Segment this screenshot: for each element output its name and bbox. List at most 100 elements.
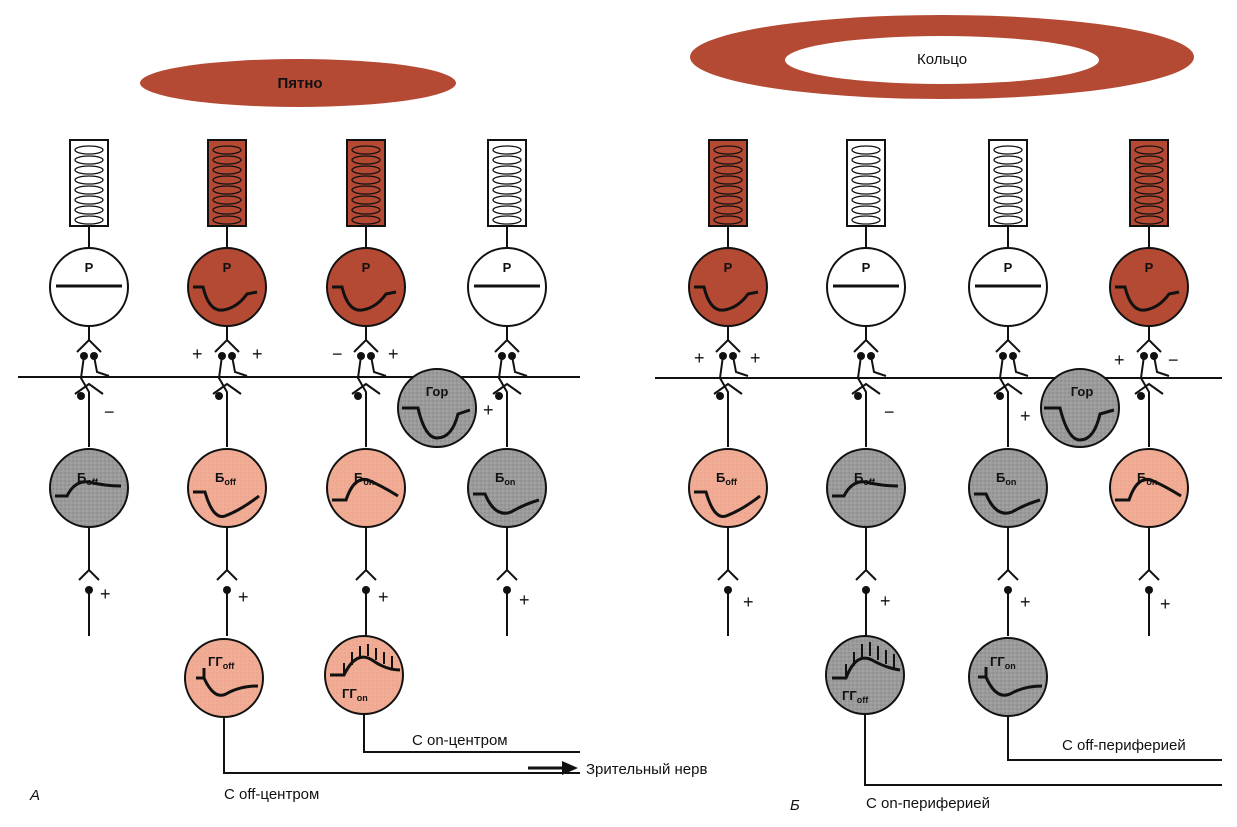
synapse: [1134, 338, 1170, 447]
bipolar-cell: Бon: [968, 448, 1048, 528]
axon-on-center: [363, 714, 580, 753]
sign-a3-plus: +: [388, 344, 399, 364]
sign-a1-bottom: +: [100, 584, 111, 604]
outer-segment: [846, 139, 886, 227]
column-b3: Р Бon: [968, 139, 1048, 636]
bipolar-cell: Бoff: [49, 448, 129, 528]
lower-synapse: [216, 568, 238, 636]
sign-a4-bottom: +: [519, 590, 530, 610]
receptor-cell: Р: [826, 247, 906, 327]
receptor-cell: Р: [326, 247, 406, 327]
synapse: [492, 338, 528, 447]
receptor-label: Р: [1004, 260, 1013, 275]
ganglion-off-b-label: ГГoff: [842, 688, 869, 705]
receptor-label: Р: [1145, 260, 1154, 275]
synapse: [351, 338, 387, 447]
bipolar-cell: Бon: [1109, 448, 1189, 528]
bipolar-cell: Бoff: [826, 448, 906, 528]
receptor-label: Р: [85, 260, 94, 275]
optic-nerve-label: Зрительный нерв: [586, 761, 707, 778]
on-center-label: С on-центром: [412, 732, 508, 749]
bipolar-label: Бon: [495, 470, 515, 487]
lower-synapse: [1138, 568, 1160, 636]
synapse: [851, 338, 887, 447]
axon-on-periphery: [864, 714, 1222, 786]
receptor-cell: Р: [688, 247, 768, 327]
column-b4: Р Бon: [1109, 139, 1189, 636]
sign-b3-bottom: +: [1020, 592, 1031, 612]
bipolar-label: Бon: [996, 470, 1016, 487]
sign-b2-bottom: +: [880, 591, 891, 611]
sign-a2-plus-l: +: [192, 344, 203, 364]
horizontal-cell-label-b: Гор: [1071, 384, 1094, 399]
outer-segment: [69, 139, 109, 227]
bipolar-label: Бoff: [215, 470, 237, 487]
bipolar-cell: Бon: [326, 448, 406, 528]
on-periphery-label: С on-периферией: [866, 795, 990, 812]
ganglion-on-b-label: ГГon: [990, 654, 1016, 671]
lower-synapse: [78, 568, 100, 636]
axon-off-periphery: [1007, 716, 1222, 761]
sign-a3-minus: −: [332, 344, 343, 364]
sign-a3-bottom: +: [378, 587, 389, 607]
lower-synapse: [855, 568, 877, 636]
outer-segment: [988, 139, 1028, 227]
synapse: [212, 338, 248, 447]
lower-synapse: [496, 568, 518, 636]
sign-b4-minus: −: [1168, 350, 1179, 370]
bipolar-cell: Бoff: [688, 448, 768, 528]
ring-hole: [785, 36, 1099, 84]
axon-off-center: [223, 717, 580, 774]
panel-b: Кольцо Р Бoff Р Бoff Р Бon Р Бon Гор + + − +…: [655, 15, 1222, 814]
optic-nerve-arrow: [528, 761, 578, 775]
outer-segment: [1129, 139, 1169, 227]
receptor-cell: Р: [49, 247, 129, 327]
bipolar-label: Бoff: [77, 470, 99, 487]
panel-b-letter: Б: [790, 797, 800, 814]
sign-b4-plus: +: [1114, 350, 1125, 370]
receptor-cell: Р: [187, 247, 267, 327]
column-b2: Р Бoff: [826, 139, 906, 636]
receptor-label: Р: [223, 260, 232, 275]
sign-a2-plus-r: +: [252, 344, 263, 364]
ring-label: Кольцо: [917, 51, 967, 68]
synapse: [74, 338, 110, 447]
column-a2: Р Бoff: [187, 139, 267, 636]
sign-b1-plus-r: +: [750, 348, 761, 368]
bipolar-label: Бon: [354, 470, 374, 487]
ganglion-off-b: ГГoff: [825, 635, 905, 715]
sign-b2-minus: −: [884, 402, 895, 422]
synapse: [713, 338, 749, 447]
bipolar-label: Бoff: [854, 470, 876, 487]
horizontal-cell-label-a: Гор: [426, 384, 449, 399]
bipolar-cell: Бon: [467, 448, 547, 528]
column-b1: Р Бoff: [688, 139, 768, 636]
sign-b4-bottom: +: [1160, 594, 1171, 614]
synapse: [993, 338, 1029, 447]
column-a4: Р Бon: [467, 139, 547, 636]
sign-b1-bottom: +: [743, 592, 754, 612]
ganglion-off-a: ГГoff: [184, 638, 264, 718]
sign-b1-plus-l: +: [694, 348, 705, 368]
sign-b3-plus: +: [1020, 406, 1031, 426]
outer-segment: [487, 139, 527, 227]
outer-segment: [207, 139, 247, 227]
bipolar-cell: Бoff: [187, 448, 267, 528]
receptor-cell: Р: [968, 247, 1048, 327]
lower-synapse: [717, 568, 739, 636]
receptor-label: Р: [503, 260, 512, 275]
lower-synapse: [997, 568, 1019, 636]
bipolar-label: Бon: [1137, 470, 1157, 487]
lower-synapse: [355, 568, 377, 636]
receptor-label: Р: [724, 260, 733, 275]
receptor-cell: Р: [467, 247, 547, 327]
ganglion-on-a: ГГon: [324, 635, 404, 715]
off-periphery-label: С off-периферией: [1062, 737, 1186, 754]
sign-a2-bottom: +: [238, 587, 249, 607]
column-a1: Р Бoff: [49, 139, 129, 636]
ganglion-on-b: ГГon: [968, 637, 1048, 717]
column-a3: Р Бon: [326, 139, 406, 636]
receptor-label: Р: [862, 260, 871, 275]
